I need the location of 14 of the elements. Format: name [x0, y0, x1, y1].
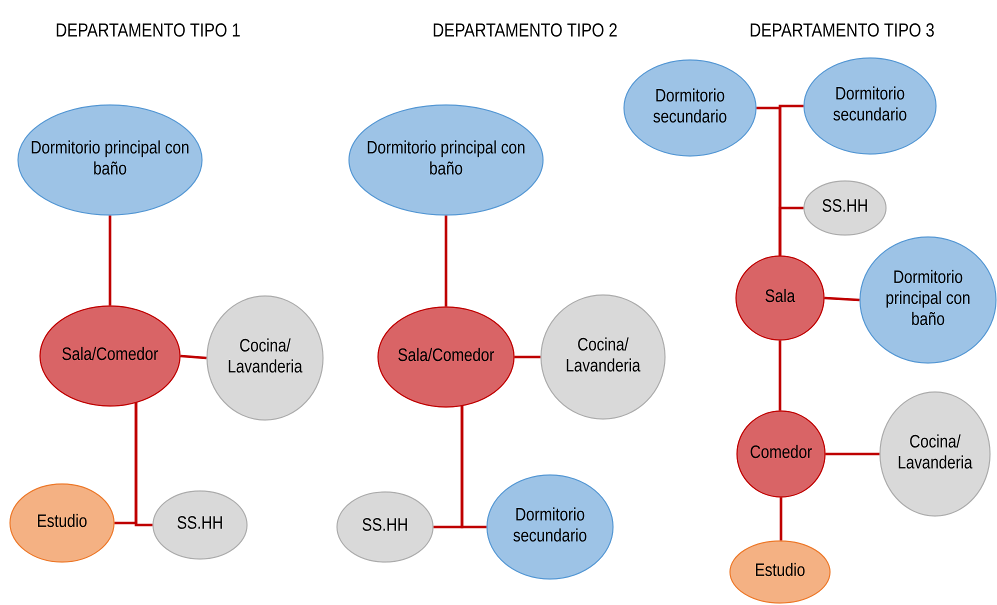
connector-line: [778, 340, 782, 410]
connector-line: [824, 296, 860, 302]
connector-line: [108, 216, 112, 306]
connector-line: [460, 406, 486, 528]
connector-line: [778, 206, 804, 256]
column-heading: DEPARTAMENTO TIPO 2: [434, 23, 617, 37]
connector-line: [134, 402, 152, 526]
connector-line: [444, 216, 448, 306]
connector-line: [780, 498, 782, 540]
connector-line: [826, 452, 880, 456]
connector-line: [514, 356, 540, 358]
connector-line: [180, 354, 206, 360]
column-heading: DEPARTAMENTO TIPO 1: [56, 23, 240, 37]
column-heading: DEPARTAMENTO TIPO 3: [750, 23, 934, 37]
